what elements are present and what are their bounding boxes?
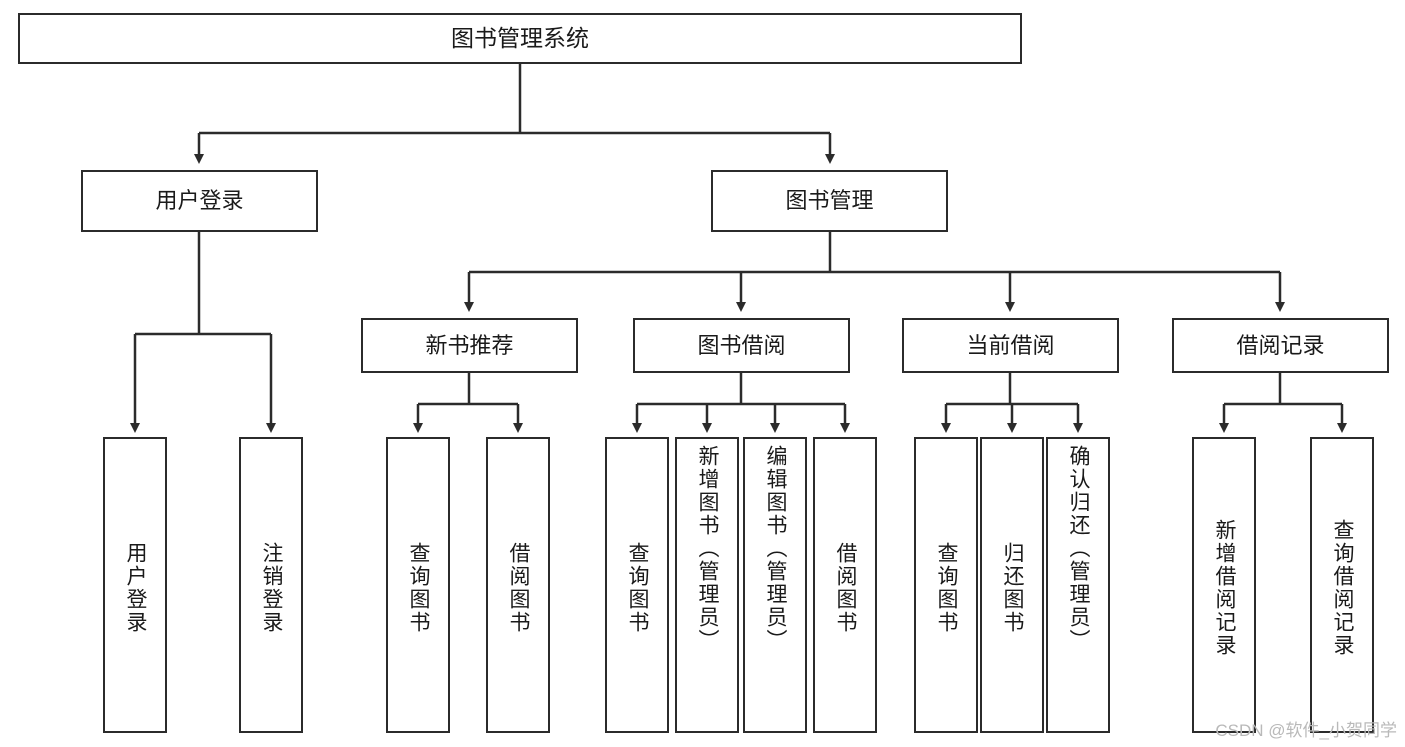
leaf-current-query-book[interactable]: 查询图书 (914, 437, 978, 733)
node-label: 用户登录 (124, 542, 148, 634)
node-label: 查询图书 (626, 542, 650, 634)
node-borrow-record[interactable]: 借阅记录 (1172, 318, 1389, 373)
leaf-borrow-edit-book-admin[interactable]: 编辑图书（管理员） (743, 437, 807, 733)
node-label: 图书借阅 (697, 332, 786, 358)
node-label: 图书管理 (785, 188, 874, 214)
leaf-user-login-logout[interactable]: 注销登录 (239, 437, 303, 733)
leaf-record-add-record[interactable]: 新增借阅记录 (1192, 437, 1256, 733)
node-label: 新增图书（管理员） (696, 445, 720, 652)
node-label: 用户登录 (155, 188, 244, 214)
leaf-current-return-book[interactable]: 归还图书 (980, 437, 1044, 733)
node-label: 借阅图书 (507, 542, 531, 634)
leaf-borrow-add-book-admin[interactable]: 新增图书（管理员） (675, 437, 739, 733)
node-label: 当前借阅 (966, 332, 1055, 358)
node-user-login[interactable]: 用户登录 (81, 170, 318, 232)
node-current-borrow[interactable]: 当前借阅 (902, 318, 1119, 373)
leaf-recommend-query-book[interactable]: 查询图书 (386, 437, 450, 733)
leaf-borrow-borrow-book[interactable]: 借阅图书 (813, 437, 877, 733)
node-label: 注销登录 (260, 542, 284, 634)
node-book-borrow[interactable]: 图书借阅 (633, 318, 850, 373)
node-root-system[interactable]: 图书管理系统 (18, 13, 1022, 64)
leaf-current-confirm-return-admin[interactable]: 确认归还（管理员） (1046, 437, 1110, 733)
node-new-book-recommend[interactable]: 新书推荐 (361, 318, 578, 373)
leaf-user-login-login[interactable]: 用户登录 (103, 437, 167, 733)
leaf-record-query-record[interactable]: 查询借阅记录 (1310, 437, 1374, 733)
node-label: 查询图书 (407, 542, 431, 634)
node-label: 确认归还（管理员） (1067, 445, 1091, 652)
node-label: 借阅记录 (1236, 332, 1325, 358)
watermark-text: CSDN @软件_小贺同学 (1215, 721, 1397, 740)
node-label: 借阅图书 (834, 542, 858, 634)
node-label: 图书管理系统 (451, 24, 589, 51)
node-label: 归还图书 (1001, 542, 1025, 634)
leaf-borrow-query-book[interactable]: 查询图书 (605, 437, 669, 733)
node-label: 查询图书 (935, 542, 959, 634)
node-label: 编辑图书（管理员） (764, 445, 788, 652)
node-book-management[interactable]: 图书管理 (711, 170, 948, 232)
node-label: 查询借阅记录 (1331, 519, 1355, 657)
node-label: 新增借阅记录 (1213, 519, 1237, 657)
leaf-recommend-borrow-book[interactable]: 借阅图书 (486, 437, 550, 733)
node-label: 新书推荐 (425, 332, 514, 358)
